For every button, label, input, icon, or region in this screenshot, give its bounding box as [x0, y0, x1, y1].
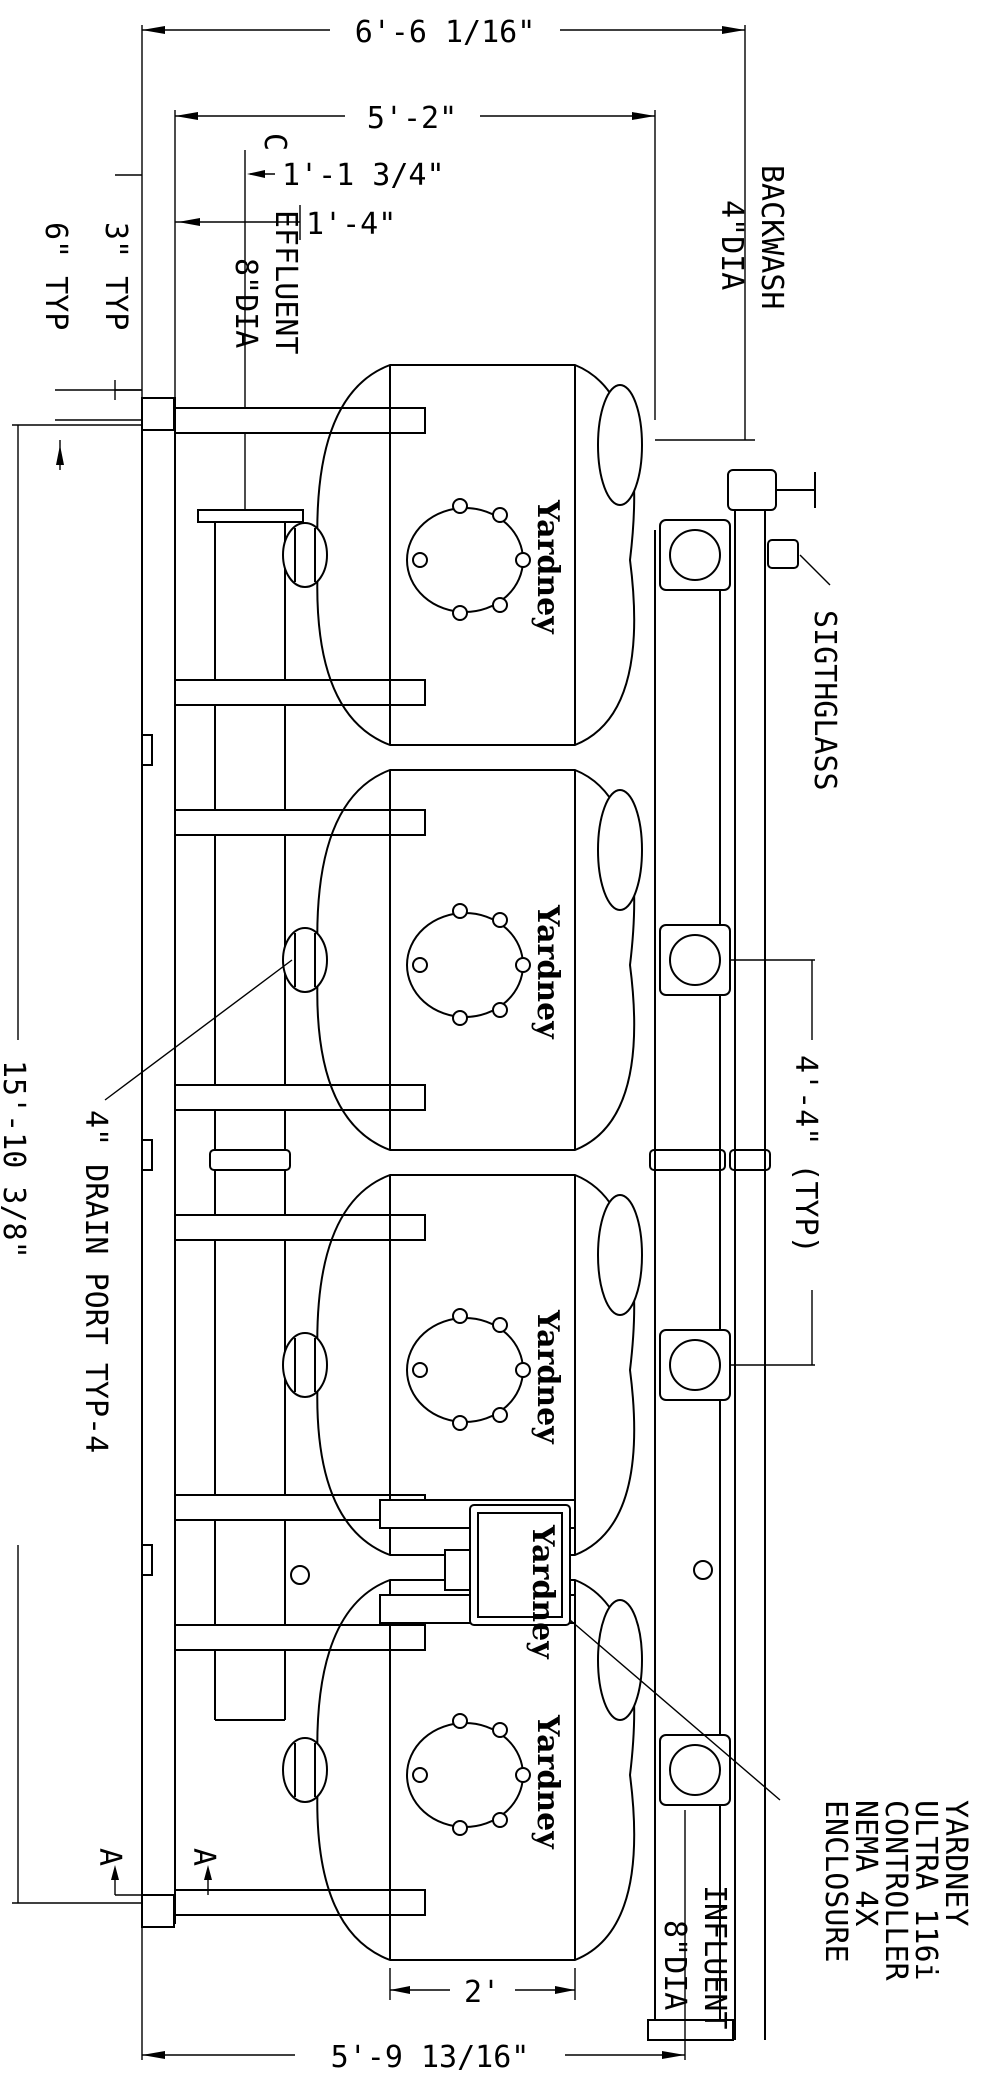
- controller-line-3: CONTROLLER: [878, 1800, 913, 1982]
- inner-width-label: 5'-2": [367, 101, 457, 136]
- controller-line-1: YARDNEY: [938, 1800, 973, 1926]
- controller-callout: YARDNEY ULTRA 116i CONTROLLER NEMA 4X EN…: [569, 1619, 973, 1982]
- section-a-right: A: [186, 1848, 221, 1866]
- drain-port-label: 4" DRAIN PORT TYP-4: [78, 1110, 113, 1453]
- centerline-symbol: C: [257, 133, 292, 151]
- overall-length-dimension: 15'-10 3/8": [0, 424, 142, 1904]
- overall-width-label: 6'-6 1/16": [355, 15, 536, 50]
- tank-3: Yardney: [282, 1174, 731, 1556]
- controller-brand-label: Yardney: [525, 1524, 560, 1660]
- effluent-offset-label: 1'-4": [306, 207, 396, 242]
- influent-callout: INFLUENT 8"DIA: [657, 1810, 732, 2060]
- section-a-markers: A A: [92, 1848, 221, 1896]
- controller-line-4: NEMA 4X: [848, 1800, 883, 1926]
- section-a-left: A: [92, 1848, 127, 1866]
- rail-6-label: 6" TYP: [38, 222, 73, 330]
- skid-width-dimension: 5'-9 13/16": [141, 1925, 685, 2075]
- base-frame: [141, 397, 771, 2041]
- controller-enclosure: Yardney: [290, 1499, 713, 1660]
- dimension-inner-width: 5'-2": [174, 101, 656, 420]
- drain-port-callout: 4" DRAIN PORT TYP-4: [78, 959, 293, 1453]
- brand-label: Yardney: [530, 499, 565, 635]
- sightglass: SIGTHGLASS: [767, 539, 842, 791]
- backwash-label: BACKWASH: [754, 165, 789, 310]
- tank-2: Yardney: [282, 769, 731, 1151]
- backwash-valve: [727, 469, 816, 511]
- backwash-size-label: 4"DIA: [714, 200, 749, 290]
- overall-length-label: 15'-10 3/8": [0, 1060, 31, 1259]
- base-height-label: 2': [464, 1975, 500, 2010]
- base-height-dimension: 2': [389, 1968, 576, 2010]
- rail-dimensions: 3" TYP 6" TYP: [38, 174, 142, 470]
- sightglass-label: SIGTHGLASS: [807, 610, 842, 791]
- effluent-size-label: 8"DIA: [228, 258, 263, 348]
- brand-label: Yardney: [530, 1309, 565, 1445]
- tank-spacing-label: 4'-4" (TYP): [788, 1055, 823, 1254]
- effluent-offset-dimension: 1'-4": [175, 205, 396, 242]
- controller-line-5: ENCLOSURE: [818, 1800, 853, 1963]
- skid-width-label: 5'-9 13/16": [331, 2040, 530, 2075]
- brand-label: Yardney: [530, 1714, 565, 1850]
- tank-1: Yardney: [282, 364, 731, 746]
- influent-size-label: 8"DIA: [657, 1920, 692, 2010]
- dimension-overall-width: 6'-6 1/16": [141, 15, 746, 440]
- rail-3-label: 3" TYP: [98, 222, 133, 330]
- brand-label: Yardney: [530, 904, 565, 1040]
- centerline-offset-label: 1'-1 3/4": [282, 158, 445, 193]
- effluent-label: EFFLUENT: [268, 210, 303, 355]
- tank-spacing-dimension: 4'-4" (TYP): [730, 959, 823, 1366]
- centerline-dimension: C 1'-1 3/4": [244, 133, 445, 510]
- influent-label: INFLUENT: [697, 1885, 732, 2030]
- controller-line-2: ULTRA 116i: [908, 1800, 943, 1981]
- tank-4: Yardney: [282, 1579, 731, 1961]
